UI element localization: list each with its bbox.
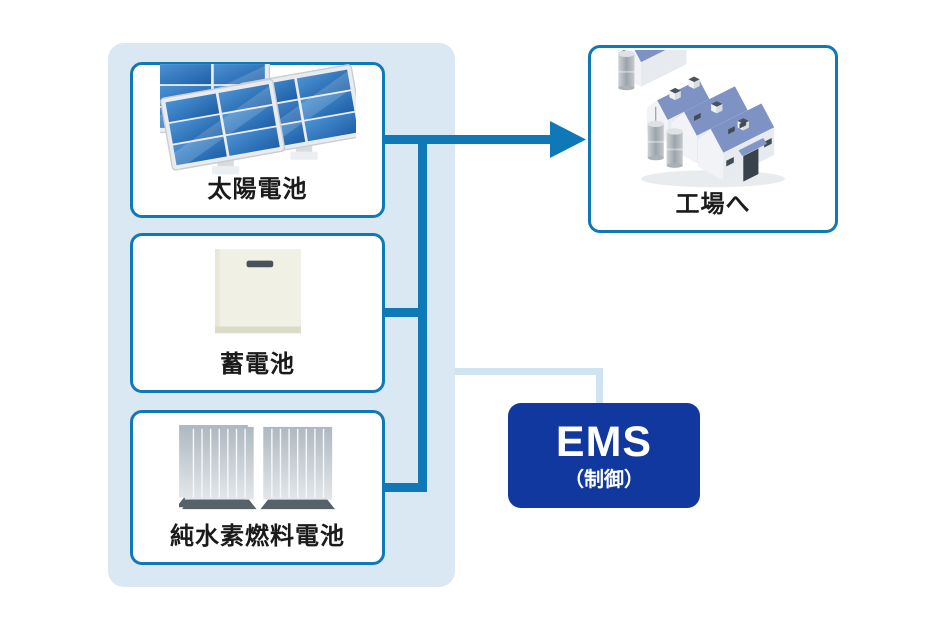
solar-panels-icon <box>159 64 356 178</box>
factory-icon <box>618 48 808 193</box>
ems-subtitle: （制御） <box>564 469 644 491</box>
factory-label: 工場へ <box>675 191 751 218</box>
ems-title: EMS <box>555 418 653 466</box>
ems-connector-line <box>455 368 603 405</box>
storage-battery-icon <box>214 236 301 353</box>
fuelcell-source-box: 純水素燃料電池 <box>130 410 385 565</box>
solar-source-box: 太陽電池 <box>130 62 385 218</box>
arrow-head-icon <box>550 121 586 158</box>
hydrogen-fuel-cells-icon <box>178 413 337 525</box>
battery-source-box: 蓄電池 <box>130 233 385 393</box>
ems-control-box: EMS （制御） <box>508 403 700 508</box>
fuelcell-label: 純水素燃料電池 <box>170 523 345 550</box>
battery-label: 蓄電池 <box>220 351 295 378</box>
solar-label: 太陽電池 <box>207 176 308 203</box>
factory-destination-box: 工場へ <box>588 45 838 233</box>
